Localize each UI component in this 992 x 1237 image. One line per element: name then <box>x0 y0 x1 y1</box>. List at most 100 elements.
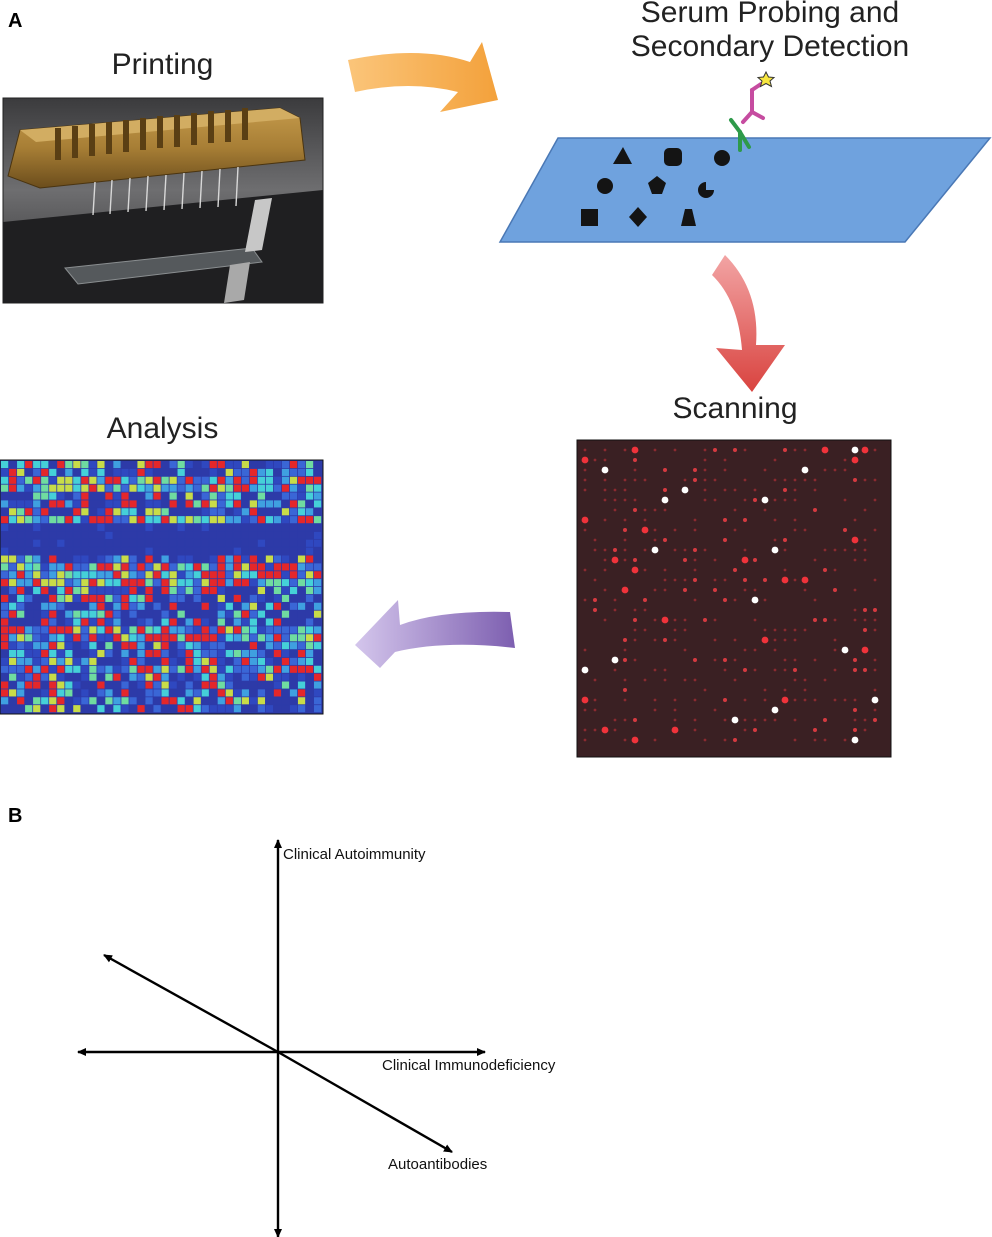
array-spot <box>773 478 777 482</box>
heatmap-cell <box>25 681 33 689</box>
heatmap-cell <box>257 476 266 484</box>
heatmap-cell <box>313 571 322 579</box>
heatmap-cell <box>121 508 129 516</box>
heatmap-cell <box>193 626 201 634</box>
heatmap-cell <box>9 610 17 618</box>
heatmap-cell <box>305 657 314 665</box>
heatmap-cell <box>305 492 314 500</box>
array-spot <box>803 678 807 682</box>
heatmap-cell <box>145 689 153 697</box>
array-spot <box>643 568 647 572</box>
heatmap-cell <box>153 657 161 665</box>
heatmap-cell <box>1 634 9 642</box>
heatmap-cell <box>273 484 282 492</box>
heatmap-cell <box>305 626 314 634</box>
heatmap-cell <box>9 594 17 602</box>
heatmap-cell <box>201 492 209 500</box>
heatmap-cell <box>145 524 153 532</box>
heatmap-cell <box>137 571 145 579</box>
heatmap-cell <box>201 681 209 689</box>
heatmap-cell <box>185 594 193 602</box>
heatmap-cell <box>89 539 97 547</box>
heatmap-cell <box>185 563 193 571</box>
heatmap-cell <box>113 681 121 689</box>
heatmap-cell <box>121 626 129 634</box>
heatmap-cell <box>161 516 169 524</box>
heatmap-cell <box>25 626 33 634</box>
heatmap-cell <box>281 594 290 602</box>
heatmap-cell <box>185 492 193 500</box>
heatmap-cell <box>265 468 274 476</box>
array-spot <box>663 578 667 582</box>
array-spot <box>821 446 829 454</box>
array-spot <box>813 598 817 602</box>
array-spot <box>643 478 647 482</box>
heatmap-cell <box>313 508 322 516</box>
heatmap-cell <box>305 531 314 539</box>
heatmap-cell <box>33 642 41 650</box>
heatmap-cell <box>73 492 81 500</box>
heatmap-cell <box>57 673 65 681</box>
heatmap-cell <box>137 681 145 689</box>
heatmap-cell <box>297 500 306 508</box>
array-spot <box>713 658 717 662</box>
heatmap-cell <box>9 571 17 579</box>
heatmap-cell <box>25 539 33 547</box>
heatmap-cell <box>257 665 266 673</box>
heatmap-cell <box>1 476 9 484</box>
array-spot <box>583 488 587 492</box>
heatmap-cell <box>41 508 49 516</box>
heatmap-cell <box>113 476 121 484</box>
heatmap-cell <box>177 563 185 571</box>
heatmap-cell <box>273 563 282 571</box>
array-spot <box>731 716 739 724</box>
heatmap-cell <box>137 626 145 634</box>
heatmap-cell <box>161 468 169 476</box>
heatmap-cell <box>105 697 113 705</box>
heatmap-cell <box>113 602 121 610</box>
heatmap-cell <box>121 594 129 602</box>
heatmap-cell <box>233 508 241 516</box>
heatmap-cell <box>241 579 249 587</box>
heatmap-cell <box>169 484 177 492</box>
heatmap-cell <box>273 681 282 689</box>
heatmap-cell <box>129 657 137 665</box>
array-spot <box>763 598 767 602</box>
heatmap-cell <box>201 555 209 563</box>
heatmap-cell <box>9 618 17 626</box>
heatmap-cell <box>297 547 306 555</box>
array-spot <box>783 448 787 452</box>
panel-a-label: A <box>8 10 23 32</box>
heatmap-cell <box>49 571 57 579</box>
heatmap-cell <box>1 681 9 689</box>
array-spot <box>663 488 667 492</box>
heatmap-cell <box>153 642 161 650</box>
array-spot <box>853 708 857 712</box>
heatmap-cell <box>49 650 57 658</box>
heatmap-cell <box>289 642 298 650</box>
heatmap-cell <box>81 610 89 618</box>
heatmap-cell <box>289 547 298 555</box>
heatmap-cell <box>1 618 9 626</box>
heatmap-cell <box>145 705 153 713</box>
array-spot <box>851 736 859 744</box>
heatmap-cell <box>297 468 306 476</box>
heatmap-cell <box>305 689 314 697</box>
heatmap-cell <box>233 705 241 713</box>
heatmap-cell <box>57 476 65 484</box>
array-spot <box>623 498 627 502</box>
array-spot <box>773 538 777 542</box>
heatmap-cell <box>313 673 322 681</box>
heatmap-cell <box>193 571 201 579</box>
array-spot <box>603 498 607 502</box>
heatmap-cell <box>137 579 145 587</box>
heatmap-cell <box>169 516 177 524</box>
heatmap-cell <box>1 500 9 508</box>
heatmap-cell <box>273 555 282 563</box>
heatmap-cell <box>25 610 33 618</box>
array-spot <box>833 618 837 622</box>
heatmap-cell <box>105 705 113 713</box>
heatmap-cell <box>249 531 258 539</box>
heatmap-cell <box>49 508 57 516</box>
heatmap-cell <box>153 500 161 508</box>
